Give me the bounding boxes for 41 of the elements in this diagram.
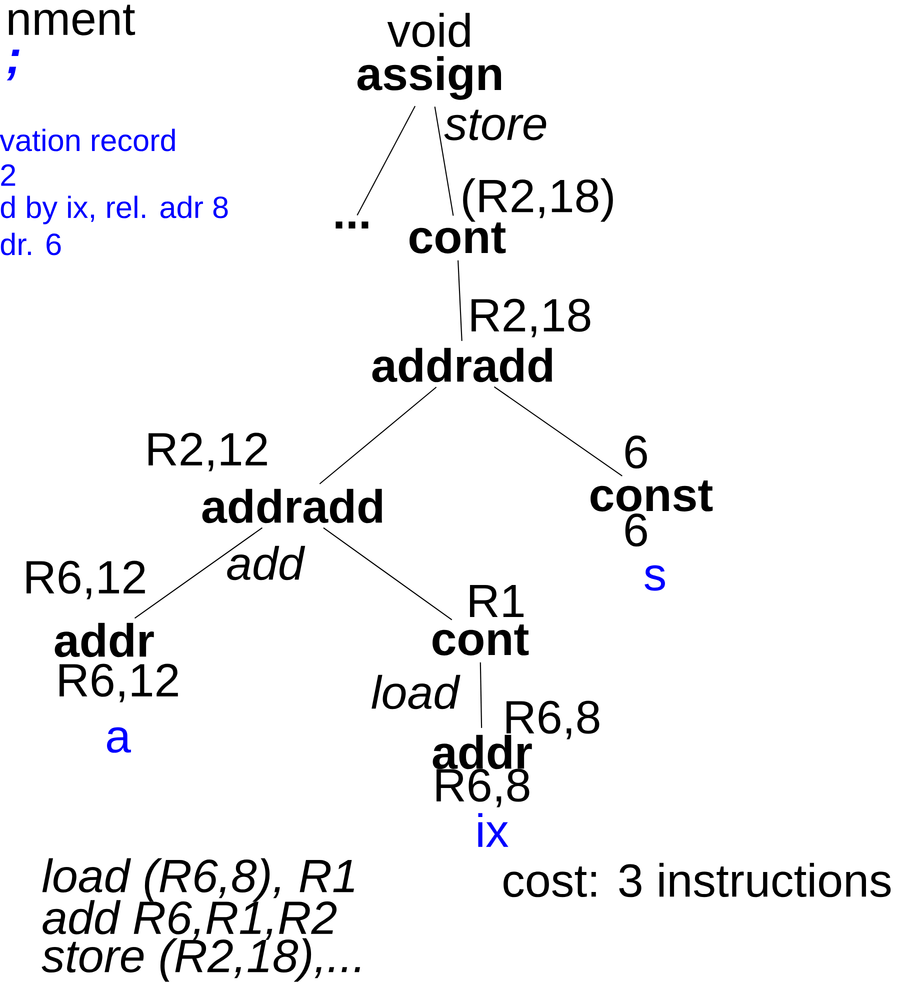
code-text: ; (6, 50, 20, 80)
result-label: R6,12 (26, 560, 145, 600)
variable-label: a (107, 727, 131, 753)
operator-label: const (590, 480, 713, 512)
result-label: void (387, 12, 470, 48)
instruction-label: store (444, 110, 546, 140)
tree-edge (458, 260, 462, 341)
value-label: R6,8 (436, 768, 530, 808)
tree-edge (434, 106, 454, 216)
tree-edge (319, 386, 437, 484)
tree-edge (494, 386, 622, 476)
code-line: add R6,R1,R2 (42, 900, 337, 940)
operator-label: cont (432, 624, 529, 656)
value-label: R6,12 (60, 664, 178, 702)
result-label: R2,12 (148, 432, 267, 472)
operator-label: ... (336, 222, 368, 228)
tree-edge (480, 662, 482, 728)
operator-label: assign (357, 56, 502, 100)
operator-label: addradd (372, 348, 552, 382)
operator-label: addradd (202, 488, 382, 524)
result-label: 6 (625, 436, 647, 469)
cost-text: cost: 3 instructions (504, 862, 891, 898)
code-line: store (R2,18),... (42, 938, 360, 982)
note-text: d by ix, rel. adr 8 (0, 196, 228, 224)
result-label: R2,18 (472, 298, 590, 338)
instruction-label: load (372, 674, 460, 710)
result-label: (R2,18) (463, 178, 613, 222)
result-label: R1 (470, 584, 524, 618)
note-text: vation record (0, 128, 175, 152)
tree-edge (134, 527, 263, 619)
variable-label: ix (478, 813, 508, 847)
value-label: 6 (625, 514, 647, 547)
operator-label: cont (410, 222, 506, 254)
heading-text: nment (8, 4, 136, 36)
tree-edge (356, 106, 416, 216)
operator-label: addr (54, 622, 154, 658)
instruction-label: add (227, 546, 306, 580)
note-text: dr. 6 (0, 232, 61, 256)
variable-label: s (644, 565, 665, 591)
tree-edge (323, 527, 452, 620)
note-text: 2 (1, 164, 16, 186)
